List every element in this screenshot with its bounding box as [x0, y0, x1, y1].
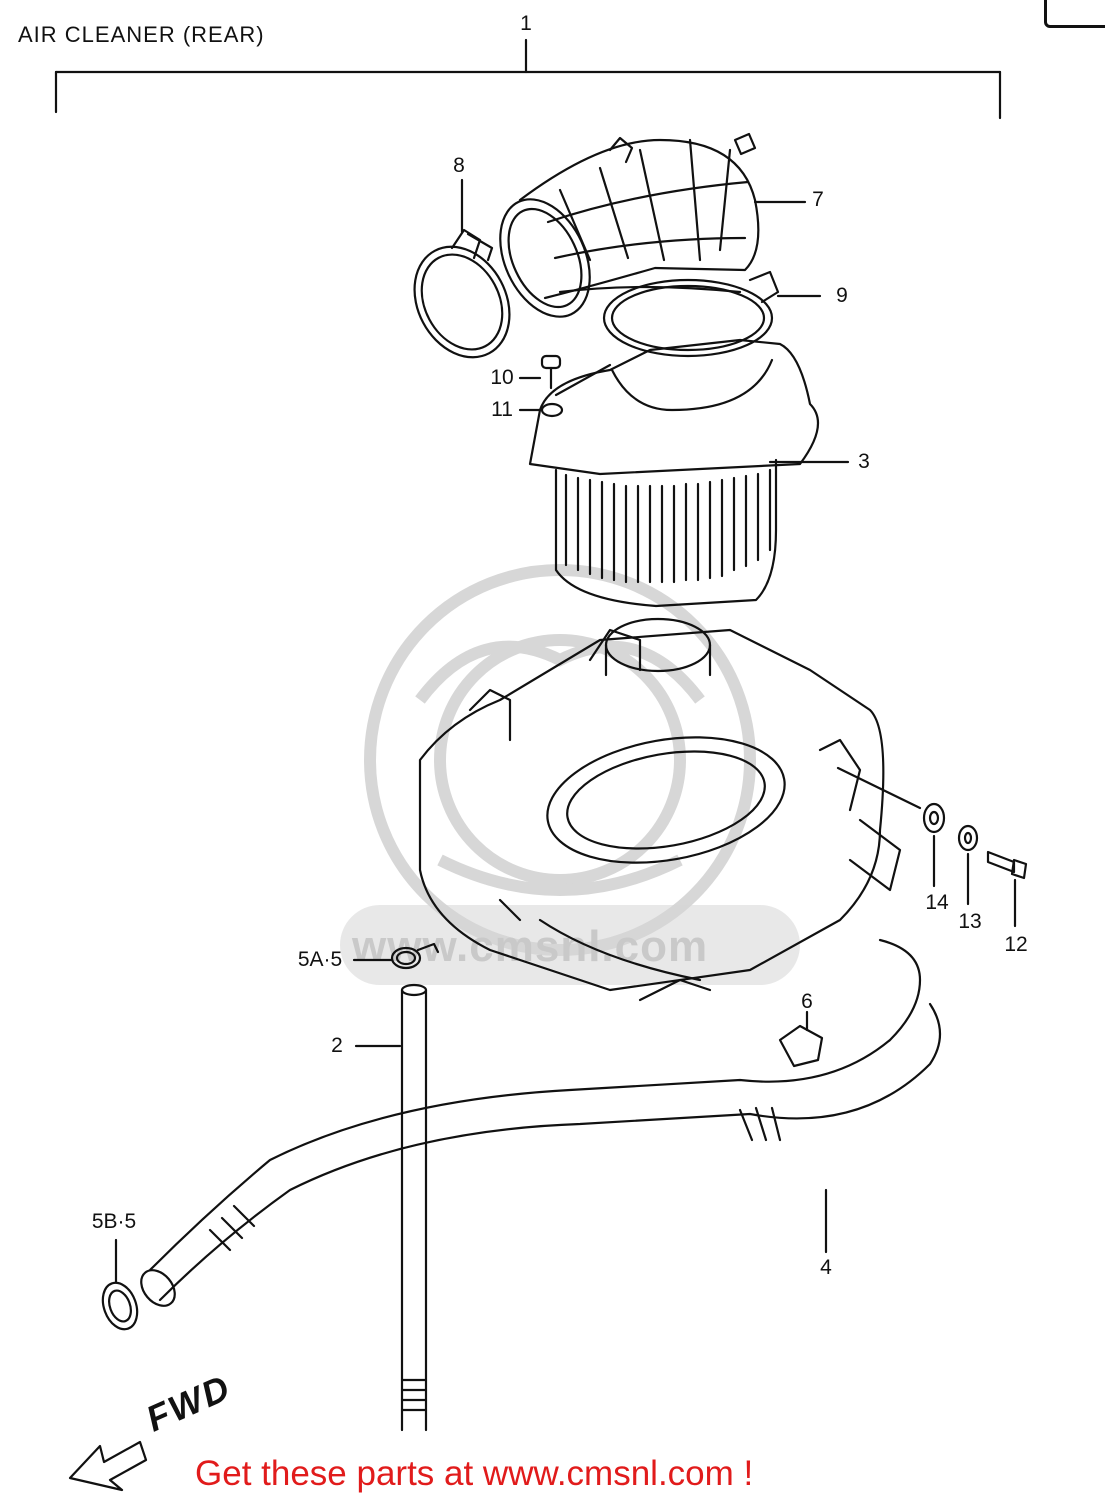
air-cleaner-housing: [418, 617, 922, 1002]
diagram-title: AIR CLEANER (REAR): [18, 22, 265, 47]
callout-12: 12: [1004, 933, 1028, 956]
part-12-bolt: [986, 850, 1028, 928]
callout-6: 6: [801, 990, 813, 1013]
callout-8: 8: [453, 154, 465, 177]
part-14-washer: [922, 802, 946, 888]
part-5a-clamp: [352, 942, 440, 970]
part-5b-clamp: [101, 1238, 139, 1331]
part-3-filter-element: [528, 338, 850, 608]
part-7-intake-boot: [499, 132, 807, 318]
part-8-clamp: [413, 178, 511, 359]
callout-2: 2: [331, 1034, 343, 1057]
callout-10: 10: [490, 366, 514, 389]
callout-14: 14: [925, 891, 949, 914]
callout-4: 4: [820, 1256, 832, 1279]
footer-link[interactable]: Get these parts at www.cmsnl.com !: [195, 1454, 754, 1493]
callout-11: 11: [491, 398, 513, 421]
callout-5b-5: 5B·5: [91, 1210, 137, 1233]
part-4-hose: [140, 938, 941, 1307]
callout-1: 1: [520, 12, 532, 35]
part-10-screw: [518, 354, 562, 390]
part-13-washer: [957, 824, 979, 906]
callout-13: 13: [958, 910, 982, 933]
callout-5a-5: 5A·5: [297, 948, 343, 971]
part-6-clamp: [778, 1010, 824, 1068]
fwd-arrow: [68, 1440, 148, 1492]
callout-3: 3: [858, 450, 870, 473]
part-9-clamp: [602, 270, 822, 358]
corner-frame: [1044, 0, 1105, 28]
callout-7: 7: [812, 188, 824, 211]
part-11-washer: [518, 363, 612, 418]
assembly-bracket: [54, 38, 1002, 120]
part-2-drain-tube: [354, 983, 428, 1432]
callout-9: 9: [836, 284, 848, 307]
